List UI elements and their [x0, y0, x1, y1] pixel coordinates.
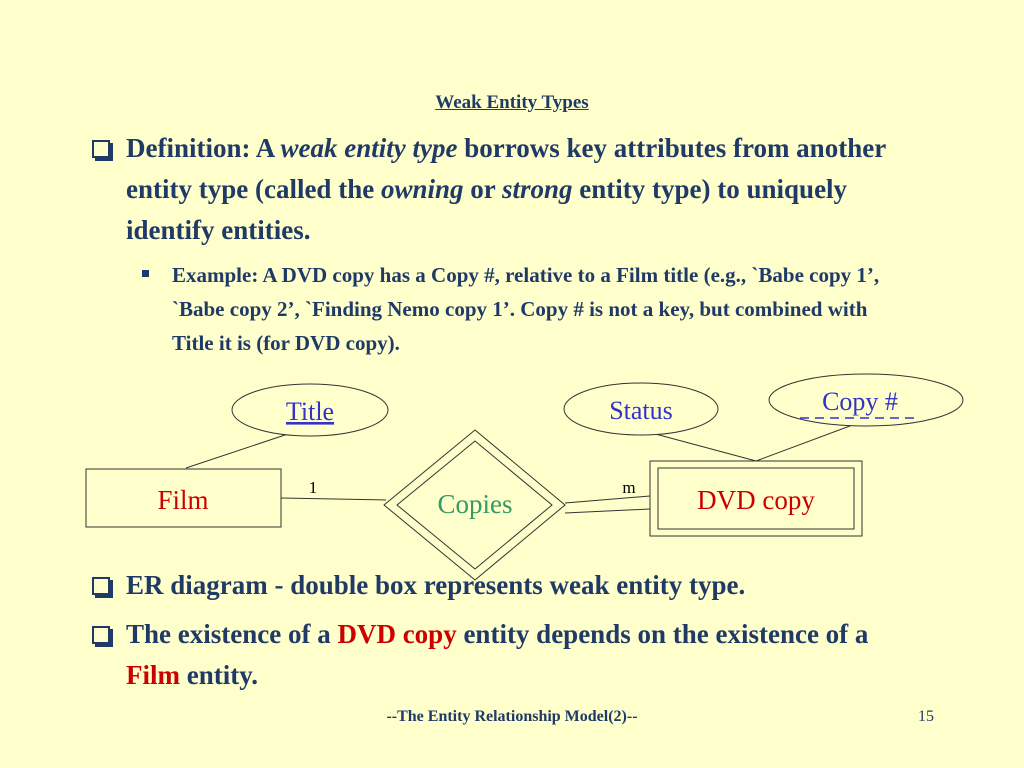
- slide-title: Weak Entity Types: [435, 92, 589, 113]
- relationship-inner-diamond: [396, 440, 553, 570]
- line-status-dvd: [647, 431, 757, 462]
- checkbox-bullet-icon: [92, 140, 110, 158]
- attribute-copy-label: Copy #: [822, 387, 898, 416]
- attribute-copy-ellipse: [768, 373, 964, 427]
- attribute-status-label: Status: [609, 396, 673, 425]
- line-copies-dvd-1: [564, 495, 651, 504]
- entity-film-box: [85, 468, 282, 528]
- bullet-text-run: or: [463, 174, 502, 204]
- line-copy-dvd: [755, 419, 867, 462]
- checkbox-bullet-icon: [92, 626, 110, 644]
- cardinality-film: 1: [309, 478, 318, 497]
- square-bullet-icon: [142, 270, 149, 277]
- bullet-text-run: entity depends on the existence of a: [456, 619, 869, 649]
- line-film-copies: [280, 497, 387, 501]
- bullet-text-run: Definition: A: [126, 133, 281, 163]
- bullet-er-diagram-text: ER diagram - double box represents weak …: [126, 565, 922, 606]
- entity-dvd-inner-box: [657, 467, 855, 530]
- attribute-title-label: Title: [286, 397, 334, 426]
- bullet-text-run: Film: [126, 660, 180, 690]
- footer-text: --The Entity Relationship Model(2)--: [386, 708, 638, 725]
- sub-bullet-example: Example: A DVD copy has a Copy #, relati…: [142, 258, 912, 360]
- bullet-text-run: The existence of a: [126, 619, 338, 649]
- entity-film-label: Film: [157, 485, 208, 515]
- bullet-text-run: strong: [502, 174, 573, 204]
- bullet-text-run: ER diagram - double box represents weak …: [126, 570, 746, 600]
- attribute-title-ellipse: [231, 383, 389, 437]
- line-copies-dvd-2: [564, 508, 651, 514]
- bullet-existence: The existence of a DVD copy entity depen…: [92, 614, 922, 696]
- attribute-status-ellipse: [563, 382, 719, 436]
- bullet-text-run: entity.: [180, 660, 258, 690]
- cardinality-dvd: m: [622, 478, 635, 497]
- relationship-copies-label: Copies: [437, 489, 512, 519]
- bullet-existence-text: The existence of a DVD copy entity depen…: [126, 614, 922, 696]
- bullet-definition-text: Definition: A weak entity type borrows k…: [126, 128, 922, 251]
- bullet-text-run: entity type) to uniquely identify entiti…: [126, 174, 848, 245]
- sub-bullet-example-text: Example: A DVD copy has a Copy #, relati…: [172, 263, 880, 355]
- page-number: 15: [918, 708, 934, 725]
- bullet-definition: Definition: A weak entity type borrows k…: [92, 128, 922, 251]
- bullet-text-run: weak entity type: [280, 133, 458, 163]
- bullet-er-diagram: ER diagram - double box represents weak …: [92, 565, 922, 606]
- bullet-text-run: borrows key attributes from another enti…: [126, 133, 886, 204]
- checkbox-bullet-icon: [92, 577, 110, 595]
- bullet-text-run: DVD copy: [337, 619, 457, 649]
- bullet-text-run: owning: [380, 174, 464, 204]
- entity-dvd-label: DVD copy: [697, 485, 815, 515]
